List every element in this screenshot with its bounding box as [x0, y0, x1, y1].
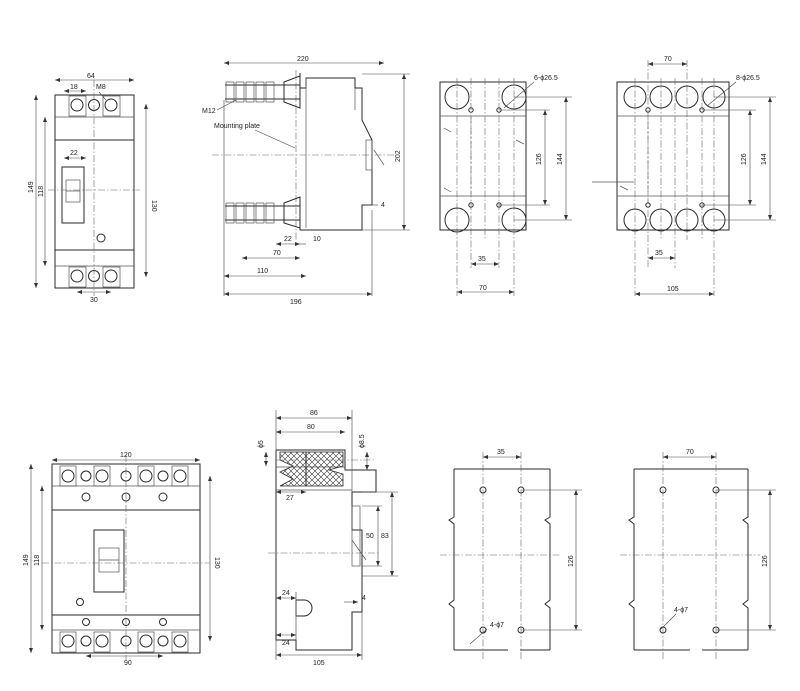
dim-4: 4	[362, 595, 366, 602]
dim-70: 70	[479, 285, 487, 292]
label-m8: M8	[96, 84, 106, 91]
dim-24-upper: 24	[282, 590, 290, 597]
dim-22: 22	[284, 236, 292, 243]
dim-24-lower: 24	[282, 640, 290, 647]
view-side-section: 86 80 ϕ5 ϕ8.5 27 83 50 24 4 24 105	[258, 410, 398, 667]
dim-35: 35	[478, 256, 486, 263]
dim-35: 35	[655, 250, 663, 257]
dim-130: 130	[150, 200, 157, 212]
breaker-body	[54, 94, 135, 289]
dim-196: 196	[290, 299, 302, 306]
dim-70: 70	[664, 56, 672, 63]
dim-70: 70	[273, 250, 281, 257]
dim-126: 126	[762, 555, 769, 567]
label-4-holes: 4-ϕ7	[490, 622, 504, 629]
dim-30: 30	[90, 297, 98, 304]
view-side-studs: M12 Mounting plate 220 202 4 22 10 70 11…	[202, 56, 410, 306]
view-4pole-panel-cutout: 70 126 4-ϕ7	[620, 449, 776, 660]
label-4-holes: 4-ϕ7	[674, 607, 688, 614]
dim-27: 27	[286, 495, 294, 502]
dim-35: 35	[497, 449, 505, 456]
dim-18: 18	[70, 84, 78, 91]
dim-80: 80	[307, 424, 315, 431]
dim-202: 202	[395, 150, 402, 162]
label-m12: M12	[202, 108, 216, 115]
top-terminals	[59, 465, 189, 487]
handle-window	[61, 166, 85, 224]
dim-83: 83	[381, 533, 389, 540]
dim-144: 144	[557, 153, 564, 165]
dim-118: 118	[38, 186, 45, 197]
dim-phi8-5: ϕ8.5	[359, 434, 366, 448]
dim-64: 64	[87, 73, 95, 80]
view-4pole-front: 120 149 118 130 90	[23, 452, 220, 667]
dim-10: 10	[313, 236, 321, 243]
dim-110: 110	[257, 268, 268, 275]
label-6-holes: 6-ϕ26.5	[534, 75, 558, 82]
dim-phi5: ϕ5	[258, 440, 265, 448]
dim-118: 118	[34, 555, 41, 566]
dim-126: 126	[536, 153, 543, 165]
dim-105: 105	[667, 286, 679, 293]
view-3pole-panel-cutout: 35 126 4-ϕ7	[440, 449, 582, 660]
dim-130: 130	[213, 557, 220, 569]
dim-105: 105	[313, 660, 325, 667]
view-3pole-front: 64 18 M8 22 149 118 130 30	[28, 73, 157, 304]
dim-149: 149	[23, 554, 30, 566]
label-8-holes: 8-ϕ26.5	[736, 75, 760, 82]
dim-144: 144	[761, 153, 768, 165]
dim-220: 220	[297, 56, 309, 63]
label-mounting-plate: Mounting plate	[214, 123, 260, 130]
dim-86: 86	[310, 410, 318, 417]
dim-50: 50	[366, 533, 374, 540]
bottom-terminals	[59, 631, 189, 653]
dim-22: 22	[70, 150, 78, 157]
dim-126: 126	[741, 153, 748, 165]
view-3pole-drilling: 6-ϕ26.5 126 144 35 70	[439, 75, 572, 296]
dim-126: 126	[568, 555, 575, 567]
dim-70: 70	[686, 449, 694, 456]
hatched-terminal-section	[279, 451, 344, 487]
view-4pole-drilling: 70 8-ϕ26.5 126 144 35 105	[592, 56, 776, 296]
handle-window	[93, 529, 125, 593]
dim-90: 90	[124, 660, 132, 667]
dim-120: 120	[120, 452, 132, 459]
dim-4: 4	[381, 202, 385, 209]
dim-149: 149	[28, 181, 35, 193]
